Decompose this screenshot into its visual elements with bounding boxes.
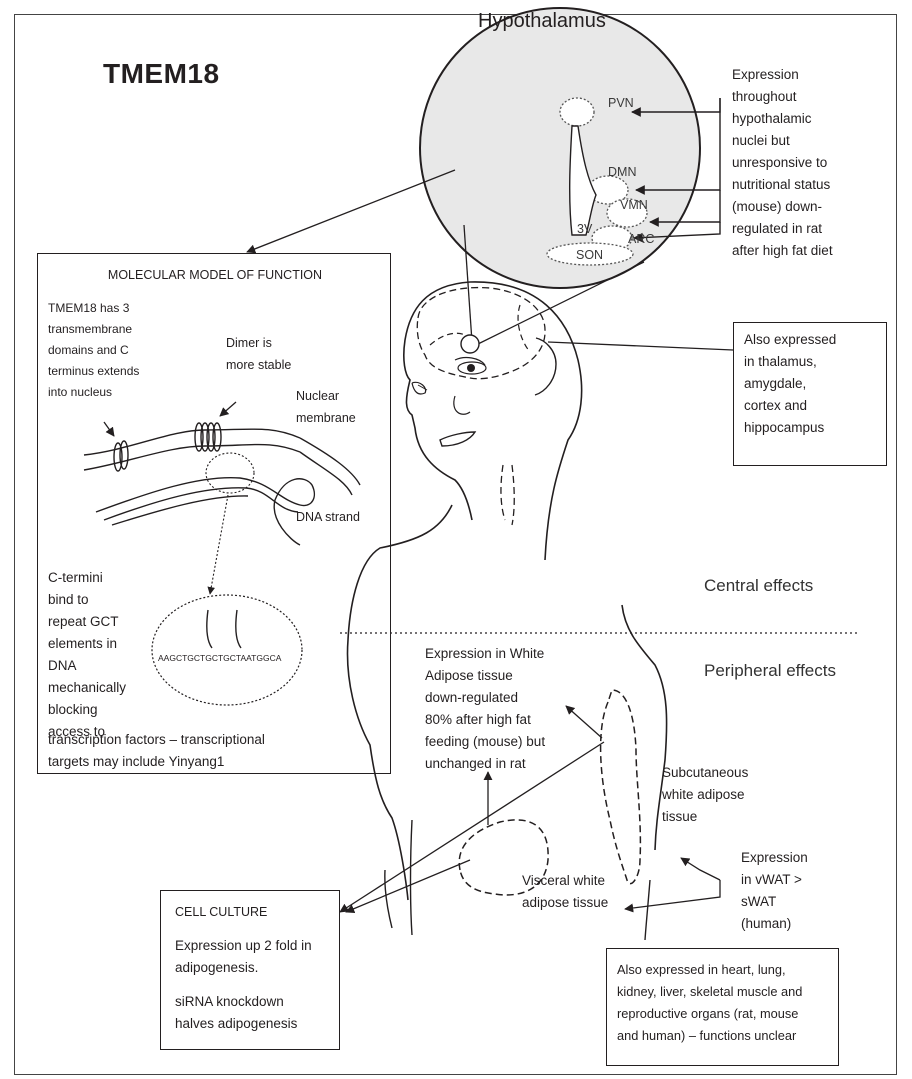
cell-culture-expression: Expression up 2 fold in adipogenesis. <box>175 935 312 979</box>
peripheral-effects-label: Peripheral effects <box>704 661 836 681</box>
region-label-3v: 3V <box>577 222 592 236</box>
region-label-arc: ARC <box>628 232 654 246</box>
region-label-son: SON <box>576 248 603 262</box>
cell-culture-box: CELL CULTURE Expression up 2 fold in adi… <box>160 890 340 1050</box>
hypothalamus-title: Hypothalamus <box>478 10 606 33</box>
region-label-dmn: DMN <box>608 165 636 179</box>
cell-culture-knockdown: siRNA knockdown halves adipogenesis <box>175 991 297 1035</box>
visceral-wat-label: Visceral white adipose tissue <box>522 870 608 914</box>
figure-title: TMEM18 <box>103 58 220 90</box>
hypothalamus-expression-note: Expression throughout hypothalamic nucle… <box>732 64 902 262</box>
central-effects-label: Central effects <box>704 576 813 596</box>
molecular-model-box: MOLECULAR MODEL OF FUNCTION TMEM18 has 3… <box>37 253 391 774</box>
dimer-text: Dimer is more stable <box>226 332 291 376</box>
vwat-expression-note: Expression in vWAT > sWAT (human) <box>741 847 808 935</box>
brain-spot <box>461 335 479 353</box>
other-organs-box: Also expressed in heart, lung, kidney, l… <box>606 948 839 1066</box>
brain-expression-text: Also expressed in thalamus, amygdale, co… <box>744 329 836 439</box>
molecular-model-heading: MOLECULAR MODEL OF FUNCTION <box>38 264 392 286</box>
brain-expression-box: Also expressed in thalamus, amygdale, co… <box>733 322 887 466</box>
dna-strand-label: DNA strand <box>296 506 360 528</box>
cell-culture-heading: CELL CULTURE <box>175 901 267 923</box>
transmembrane-domains-text: TMEM18 has 3 transmembrane domains and C… <box>48 298 139 403</box>
dna-sequence: AAGCTGCTGCTGCTAATGGCA <box>158 652 281 664</box>
other-organs-text: Also expressed in heart, lung, kidney, l… <box>617 959 802 1047</box>
region-label-pvn: PVN <box>608 96 634 110</box>
region-label-vmn: VMN <box>620 198 648 212</box>
subcutaneous-wat-label: Subcutaneous white adipose tissue <box>662 762 748 828</box>
pvn-nucleus <box>560 98 594 126</box>
c-termini-binding-text: C-termini bind to repeat GCT elements in… <box>48 567 126 743</box>
nuclear-membrane-label: Nuclear membrane <box>296 385 356 429</box>
transcriptional-targets-text: transcription factors – transcriptional … <box>48 729 265 773</box>
wat-expression-note: Expression in White Adipose tissue down-… <box>425 643 545 775</box>
